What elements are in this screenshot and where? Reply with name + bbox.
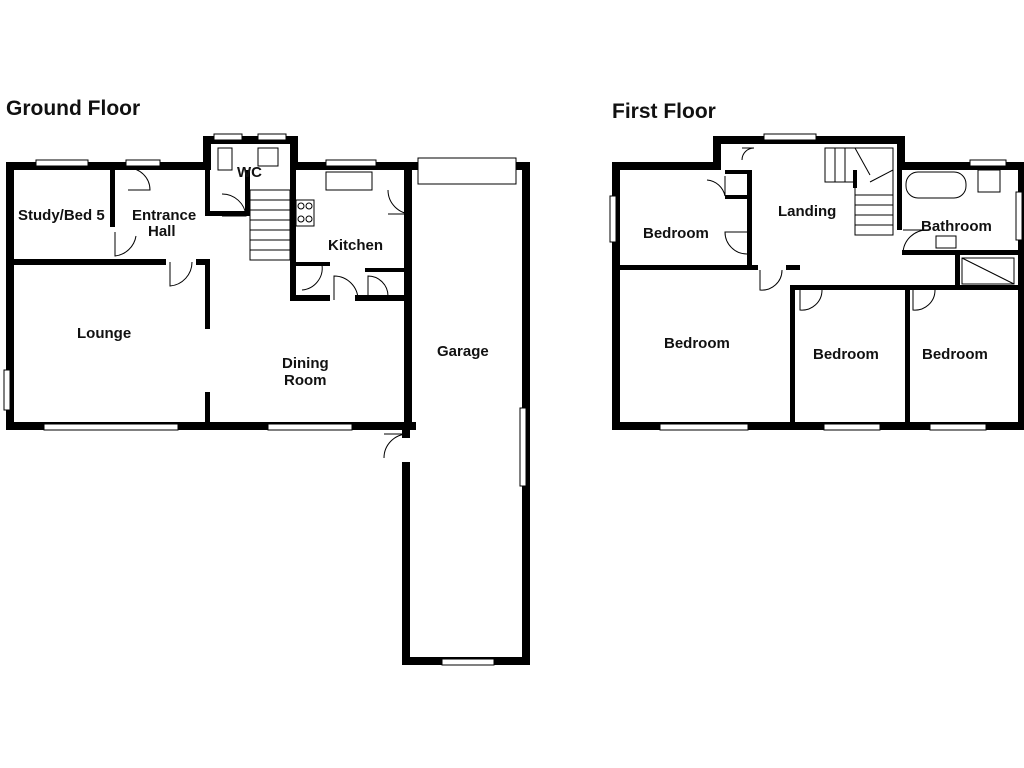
first-floor-fixtures — [706, 147, 1015, 311]
room-bathroom: Bathroom — [921, 218, 992, 235]
ground-floor-doors — [114, 147, 413, 459]
room-bedroom-mid: Bedroom — [813, 346, 879, 363]
room-entrance-hall-line1: Entrance — [132, 207, 196, 224]
ground-floor-labels: Study/Bed 5 Entrance Hall WC Kitchen Lou… — [18, 164, 489, 389]
room-bedroom-se: Bedroom — [922, 346, 988, 363]
first-floor-walls — [612, 136, 1024, 430]
room-bedroom-sw: Bedroom — [664, 335, 730, 352]
first-floor-title: First Floor — [612, 100, 716, 123]
room-dining-line2: Room — [284, 372, 327, 389]
ground-floor-windows — [3, 133, 527, 666]
room-garage: Garage — [437, 343, 489, 360]
room-landing: Landing — [778, 203, 836, 220]
room-lounge: Lounge — [77, 325, 131, 342]
room-dining-line1: Dining — [282, 355, 329, 372]
first-floor-labels: Bedroom Landing Bathroom Bedroom Bedroom… — [643, 203, 992, 363]
room-kitchen: Kitchen — [328, 237, 383, 254]
first-floor-windows — [609, 133, 1023, 431]
room-bedroom-nw: Bedroom — [643, 225, 709, 242]
ground-floor-title: Ground Floor — [6, 97, 140, 120]
room-study: Study/Bed 5 — [18, 207, 105, 224]
room-entrance-hall-line2: Hall — [148, 223, 176, 240]
room-wc: WC — [237, 164, 262, 181]
